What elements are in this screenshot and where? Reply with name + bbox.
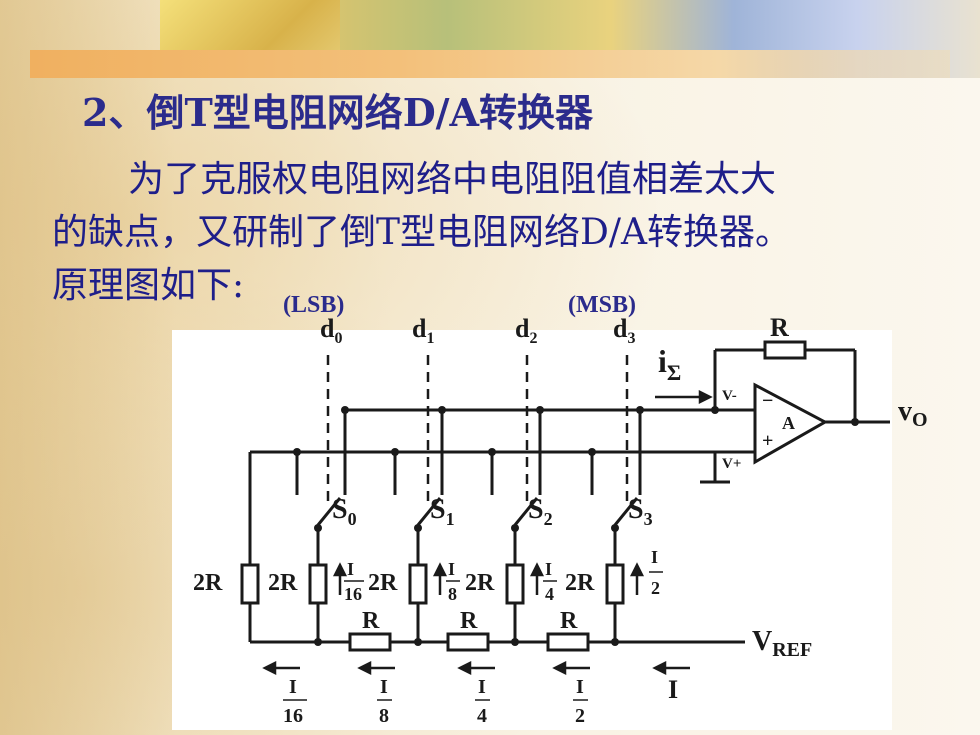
body-paragraph: 为了克服权电阻网络中电阻阻值相差太大 的缺点，又研制了倒T型电阻网络D/A转换器… [52,153,952,312]
current-arrows [262,389,713,676]
bfrac-8-den: 8 [379,705,389,727]
i-sigma-label: iΣ [658,343,681,385]
frac-i2-num: I [651,547,658,567]
bottom-current-fractions: I 16 I 8 I 4 I 2 I [283,675,678,727]
slide-title: 2、倒T型电阻网络D/A转换器 [82,90,594,135]
d3-label: d3 [613,314,635,347]
s1-label: S1 [430,494,455,529]
junction-dots [293,406,859,646]
branch-current-fractions: I 16 I 8 I 4 I 2 [344,547,663,604]
paragraph-line-2: 的缺点，又研制了倒T型电阻网络D/A转换器。 [52,212,792,253]
circuit-wires [248,348,890,644]
resistor-2r-3 [605,563,625,605]
r2-0-label: 2R [268,570,298,596]
frac-i4-num: I [545,559,552,579]
resistor-2r-1 [408,563,428,605]
resistor-2r-0 [308,563,328,605]
bfrac-8-num: I [380,676,388,698]
s3-label: S3 [628,494,653,529]
frac-i16-den: 16 [344,584,362,604]
paragraph-line-1: 为了克服权电阻网络中电阻阻值相差太大 [128,159,777,200]
banner-stripe [30,50,950,78]
b-i-label: I [668,675,678,704]
r-a-label: R [362,608,380,634]
bfrac-4-num: I [478,676,486,698]
vo-label: vO [898,396,928,431]
opamp-plus-sign: + [762,430,773,452]
frac-i8-den: 8 [448,584,457,604]
bfrac-4-den: 4 [477,705,487,727]
frac-i4-den: 4 [545,584,554,604]
r2-2-label: 2R [465,570,495,596]
control-lines [326,355,629,505]
frac-i2-den: 2 [651,578,660,598]
r2-3-label: 2R [565,570,595,596]
frac-i8-num: I [448,559,455,579]
opamp-minus-sign: − [762,390,773,412]
s0-label: S0 [332,494,357,529]
r2-1-label: 2R [368,570,398,596]
resistor-r-c [546,632,590,652]
opamp-symbol [753,382,829,465]
r-c-label: R [560,608,578,634]
s2-label: S2 [528,494,553,529]
d1-label: d1 [412,314,434,347]
d2-label: d2 [515,314,537,347]
resistor-2r-2 [505,563,525,605]
feedback-resistor [763,340,807,360]
d0-label: d0 [320,314,342,347]
bfrac-16-den: 16 [283,705,303,727]
opamp-label: A [782,413,795,433]
vref-label: VREF [752,626,812,661]
frac-i16-num: I [347,559,354,579]
r-b-label: R [460,608,478,634]
msb-label: (MSB) [568,292,636,318]
r2-terminal-label: 2R [193,570,223,596]
v-plus-label: V+ [722,456,741,472]
feedback-r-label: R [770,313,789,342]
paragraph-line-3: 原理图如下: [52,265,245,306]
v-minus-label: V- [722,388,737,404]
bfrac-2-num: I [576,676,584,698]
resistor-r-b [446,632,490,652]
lsb-label: (LSB) [283,292,344,318]
bfrac-2-den: 2 [575,705,585,727]
resistor-2r-terminal [240,563,260,605]
bfrac-16-num: I [289,676,297,698]
resistors [240,340,807,652]
resistor-r-a [348,632,392,652]
left-texture [0,0,175,735]
